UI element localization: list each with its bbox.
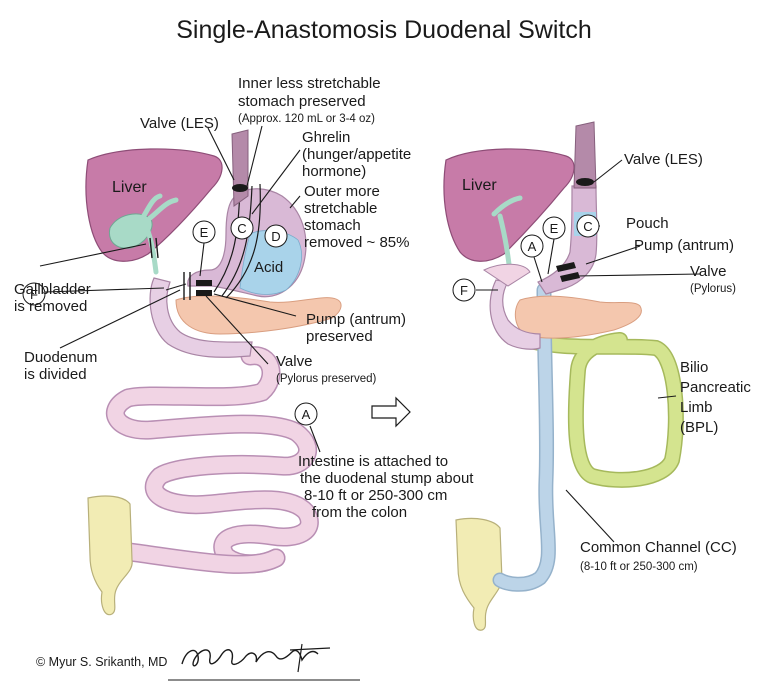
bpl-label: Bilio Pancreatic Limb (BPL) <box>680 359 755 436</box>
intestine-label: Intestine is attached to the duodenal st… <box>298 453 478 521</box>
liver-label-right: Liver <box>462 177 497 194</box>
outer-stomach-label: Outer more stretchable stomach removed ~… <box>304 183 409 251</box>
circle-c-left: C <box>230 216 254 240</box>
svg-text:C: C <box>237 221 246 236</box>
svg-text:F: F <box>460 283 468 298</box>
pancreas-left <box>175 295 342 335</box>
svg-text:C: C <box>583 219 592 234</box>
common-channel-sublabel: (8-10 ft or 250-300 cm) <box>580 561 698 573</box>
valve-label-right: Valve <box>690 263 726 280</box>
circle-e-left: E <box>192 220 216 277</box>
circle-a-left: A <box>294 402 318 426</box>
colon-right <box>455 517 503 631</box>
svg-text:A: A <box>302 407 311 422</box>
duodenum-left <box>149 277 253 358</box>
duodenum-right <box>489 279 541 350</box>
pouch-label: Pouch <box>626 215 669 232</box>
circle-d-left: D <box>264 224 288 248</box>
pump-label-left: Pump (antrum) preserved <box>306 311 410 345</box>
svg-text:D: D <box>271 229 280 244</box>
pump-label-right: Pump (antrum) <box>634 237 734 254</box>
circle-e-right: E <box>542 216 566 275</box>
circle-f-right: F <box>452 278 476 302</box>
transition-arrow <box>371 396 411 428</box>
svg-text:E: E <box>550 221 559 236</box>
acid-label: Acid <box>254 259 283 276</box>
right-diagram: E A C F Liver Valve (LES) Pouch Pump (an… <box>443 121 755 631</box>
valve-les-label-left: Valve (LES) <box>140 115 219 132</box>
liver-right <box>443 148 575 262</box>
circle-c-right: C <box>576 214 600 238</box>
inner-stomach-sublabel: (Approx. 120 mL or 3-4 oz) <box>238 113 375 125</box>
svg-text:A: A <box>528 239 537 254</box>
circle-a-right: A <box>520 234 544 283</box>
inner-stomach-label: Inner less stretchable stomach preserved <box>238 75 385 110</box>
svg-text:F: F <box>30 287 38 302</box>
signature <box>168 643 360 681</box>
circle-f-left: F <box>22 282 165 306</box>
liver-label-left: Liver <box>112 179 147 196</box>
duodenum-label: Duodenum is divided <box>24 349 102 383</box>
svg-text:E: E <box>200 225 209 240</box>
valve-label-left: Valve <box>276 353 312 370</box>
esophagus-right <box>573 121 597 189</box>
common-channel-label: Common Channel (CC) <box>580 539 737 556</box>
esophagus-left <box>231 129 249 207</box>
diagram-title: Single-Anastomosis Duodenal Switch <box>176 16 592 44</box>
small-intestine <box>106 346 319 574</box>
copyright: © Myur S. Srikanth, MD <box>36 655 167 669</box>
colon <box>87 495 133 616</box>
valve-sublabel-left: (Pylorus preserved) <box>276 373 377 385</box>
left-diagram: C D E F A Liver Acid Inner less stretcha… <box>14 75 478 616</box>
valve-sublabel-right: (Pylorus) <box>690 283 736 295</box>
ghrelin-label: Ghrelin (hunger/appetite hormone) <box>302 129 415 180</box>
pancreas-right <box>514 295 642 339</box>
valve-les-label-right: Valve (LES) <box>624 151 703 168</box>
gallbladder-label: Gallbladder is removed <box>14 281 95 315</box>
